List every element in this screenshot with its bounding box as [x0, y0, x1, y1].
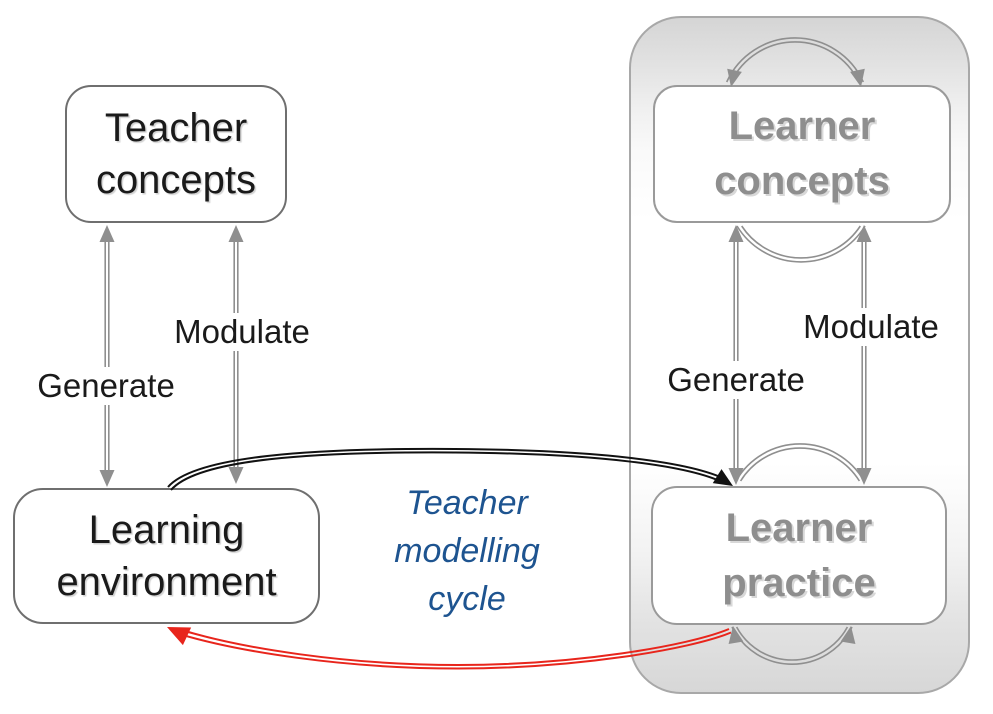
generate-label-right: Generate: [659, 361, 813, 399]
generate-arrow-left: [104, 240, 110, 471]
learner-practice-box: Learner practice: [651, 486, 947, 625]
modulate-label-right: Modulate: [791, 308, 951, 346]
modulate-arrow-left: [233, 240, 239, 468]
generate-label-left: Generate: [28, 367, 184, 405]
teacher-concepts-box: Teacher concepts: [65, 85, 287, 223]
learning-environment-box: Learning environment: [13, 488, 320, 624]
learner-concepts-box: Learner concepts: [653, 85, 951, 223]
modulate-label-left: Modulate: [163, 313, 321, 351]
teacher-modelling-cycle-caption: Teacher modelling cycle: [394, 484, 540, 618]
